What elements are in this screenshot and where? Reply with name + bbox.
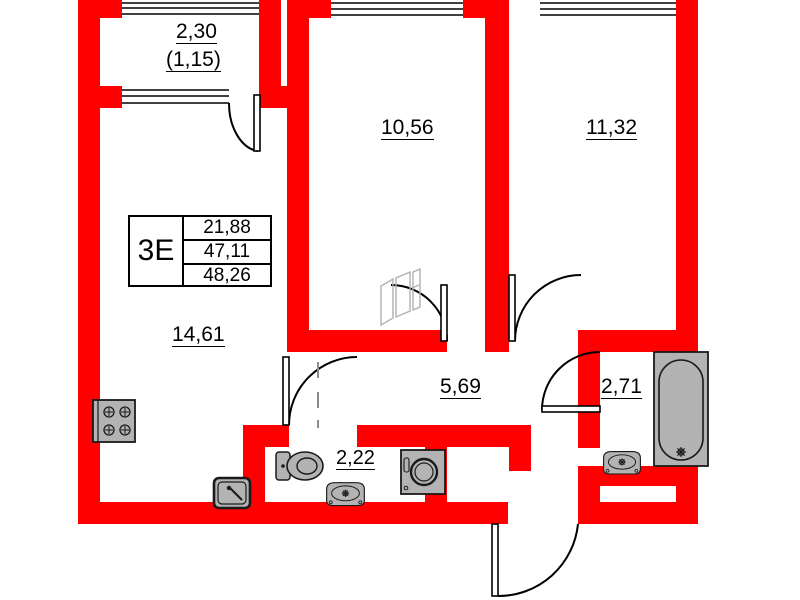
wardrobe-icon xyxy=(380,267,421,327)
bathtub-icon xyxy=(653,351,709,467)
washbasin-wc-icon xyxy=(326,482,365,507)
washing-machine-icon xyxy=(400,449,446,495)
living-area-value: 21,88 xyxy=(184,217,270,241)
bathroom-area-label: 2,71 xyxy=(601,375,642,400)
washbasin-bath-icon xyxy=(603,451,641,475)
cooktop-icon xyxy=(92,399,136,443)
door-bedroom-right xyxy=(508,274,582,342)
door-entrance xyxy=(491,523,579,598)
unit-info-box: 3E 21,88 47,11 48,26 xyxy=(128,215,272,287)
area-without-balcony-value: 47,11 xyxy=(184,241,270,265)
windows-group xyxy=(122,2,676,104)
window-bedroom-left xyxy=(331,2,463,16)
window-bedroom-right xyxy=(540,2,676,16)
kitchen-living-area-label: 14,61 xyxy=(172,323,225,348)
door-bathroom xyxy=(541,351,601,413)
wc-area-label: 2,22 xyxy=(336,447,375,470)
window-balcony-top xyxy=(122,2,259,15)
unit-area-list: 21,88 47,11 48,26 xyxy=(184,217,270,286)
door-balcony xyxy=(227,94,261,152)
bedroom-right-area-label: 11,32 xyxy=(586,116,637,141)
kitchen-sink-icon xyxy=(212,476,252,510)
total-area-value: 48,26 xyxy=(203,265,251,286)
hallway-area-label: 5,69 xyxy=(440,375,481,400)
balcony-reduced-area-label: (1,15) xyxy=(166,48,221,73)
window-kitchen-balcony xyxy=(122,89,229,104)
bedroom-left-area-label: 10,56 xyxy=(381,116,434,141)
toilet-icon xyxy=(275,451,324,481)
doors-group xyxy=(227,94,601,598)
balcony-area-label: 2,30 xyxy=(176,20,217,45)
door-bedroom-left xyxy=(390,284,448,342)
unit-type-label: 3E xyxy=(130,217,184,285)
door-wc xyxy=(282,356,358,426)
